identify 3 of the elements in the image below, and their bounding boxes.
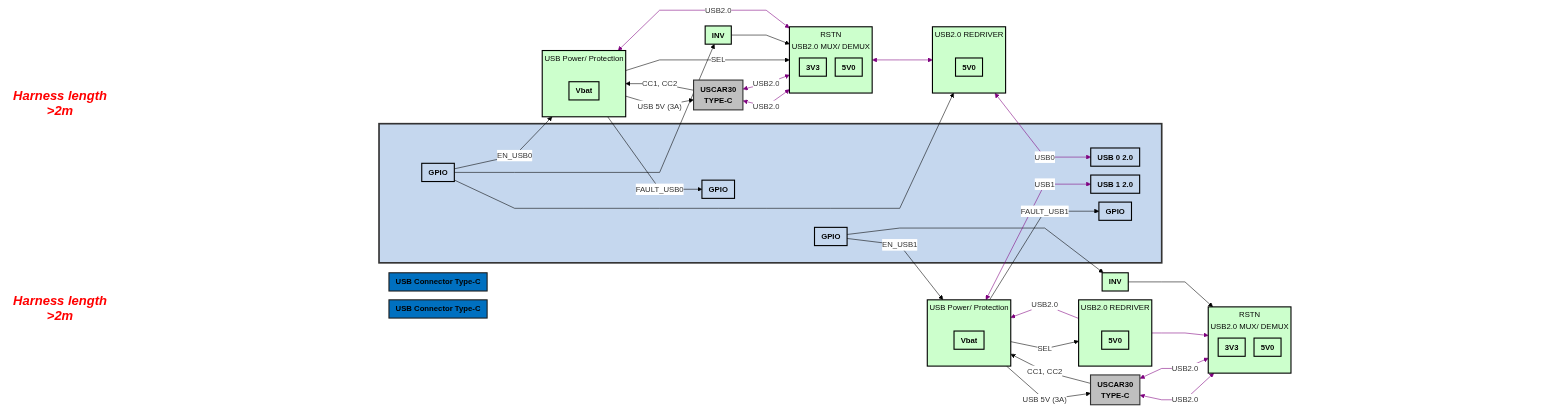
cluster [378,122,1163,264]
annotation-note: Harness length >2m [12,87,108,118]
annotation-note: Harness length >2m [12,292,108,323]
